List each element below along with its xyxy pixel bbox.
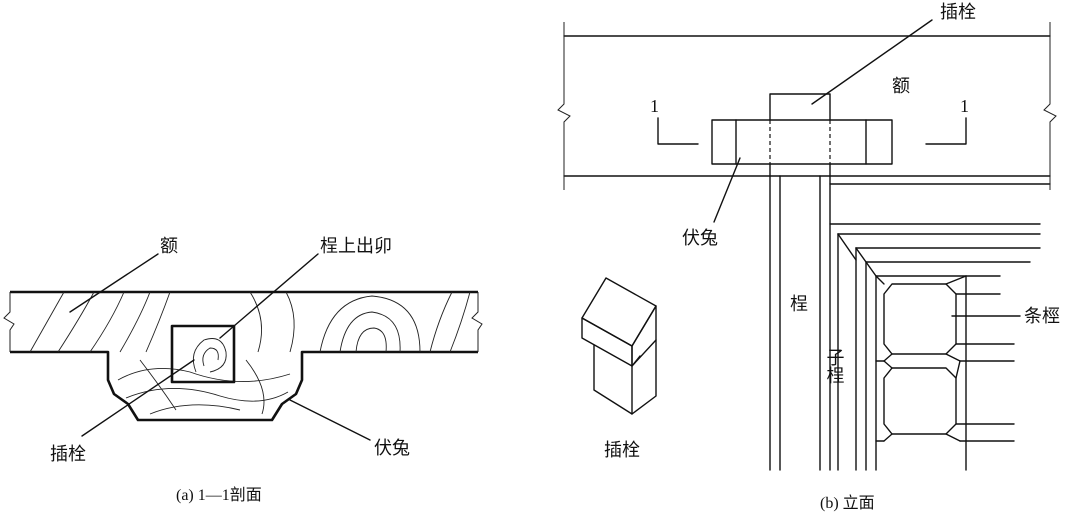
leader-chashuan [81,359,195,437]
right-elevation-drawing: 1 1 [557,2,1060,512]
lattice-bar [945,353,961,362]
grain-line [117,367,291,382]
label-chashuan-top: 插栓 [940,2,976,23]
label-e-b: 额 [892,76,910,97]
section-mark-left [657,117,699,145]
grain-line [119,291,151,353]
grain-line [145,291,171,353]
grain-line [249,291,263,353]
grain-ring [319,295,421,353]
leader-e [69,253,159,313]
bolt-iso-notch [631,355,641,367]
leader-futu [289,399,371,441]
lattice-bar [955,360,961,379]
lattice-cell [883,283,957,355]
bolt-iso-shaft-side [631,339,657,415]
bolt-iso-top [581,277,657,347]
lattice-bar [945,433,961,442]
futu-block [711,119,893,165]
section-mark-left-label: 1 [650,96,659,116]
lattice-grid [875,275,1015,471]
grain-line [89,291,125,353]
left-section-drawing: 额 桯上出卯 插栓 伏兔 (a) 1—1剖面 [3,236,483,504]
grain-ring [339,311,401,353]
label-tiaojing: 条桱 [1024,306,1060,327]
beam-bottom-and-futu-outline [10,350,478,422]
lattice-cell [883,367,957,435]
grain-line [57,291,95,353]
label-futu-b: 伏兔 [682,228,718,249]
frame-corner [837,233,857,261]
label-futu: 伏兔 [374,438,410,459]
leader-futu-b [713,157,741,223]
frame-miter [855,247,877,277]
grain-line [149,404,241,415]
grain-line [285,291,295,353]
section-mark-right [925,117,967,145]
leader-tenon [219,253,319,339]
left-break-mark [3,292,15,352]
grain-ring [355,327,387,353]
lattice-bar [883,353,893,362]
tenon-grain [192,338,227,373]
caption-a: (a) 1—1剖面 [176,486,262,504]
grain-line [449,291,471,353]
label-ziting: 子桯 [824,348,845,384]
tenon-grain [202,347,219,367]
left-break-mark-b [557,22,571,190]
label-chashuan-iso: 插栓 [604,440,640,461]
bolt-iso-side [631,305,657,367]
lattice-bar [945,275,967,285]
grain-line [429,291,453,353]
bolt-iso-shaft-front [593,344,633,415]
lattice-bar [875,275,885,285]
leader-chashuan-top [811,19,933,105]
grain-line [125,388,289,402]
bolt-top [769,93,831,121]
grain-line [245,359,265,415]
grain-line [139,359,177,411]
right-break-mark [471,292,483,352]
label-tenon-out: 桯上出卯 [320,236,392,257]
caption-b: (b) 立面 [820,494,875,512]
right-break-mark-b [1043,22,1057,190]
chashuan-isometric [581,277,657,415]
grain-line [29,291,65,353]
bolt-iso-front [581,317,633,367]
tenon-square [170,324,236,384]
label-ting: 桯 [790,294,808,315]
lattice-bar [883,433,893,442]
label-e: 额 [160,236,178,257]
label-chashuan: 插栓 [50,444,86,465]
lattice-bar [883,360,893,369]
section-mark-right-label: 1 [960,96,969,116]
